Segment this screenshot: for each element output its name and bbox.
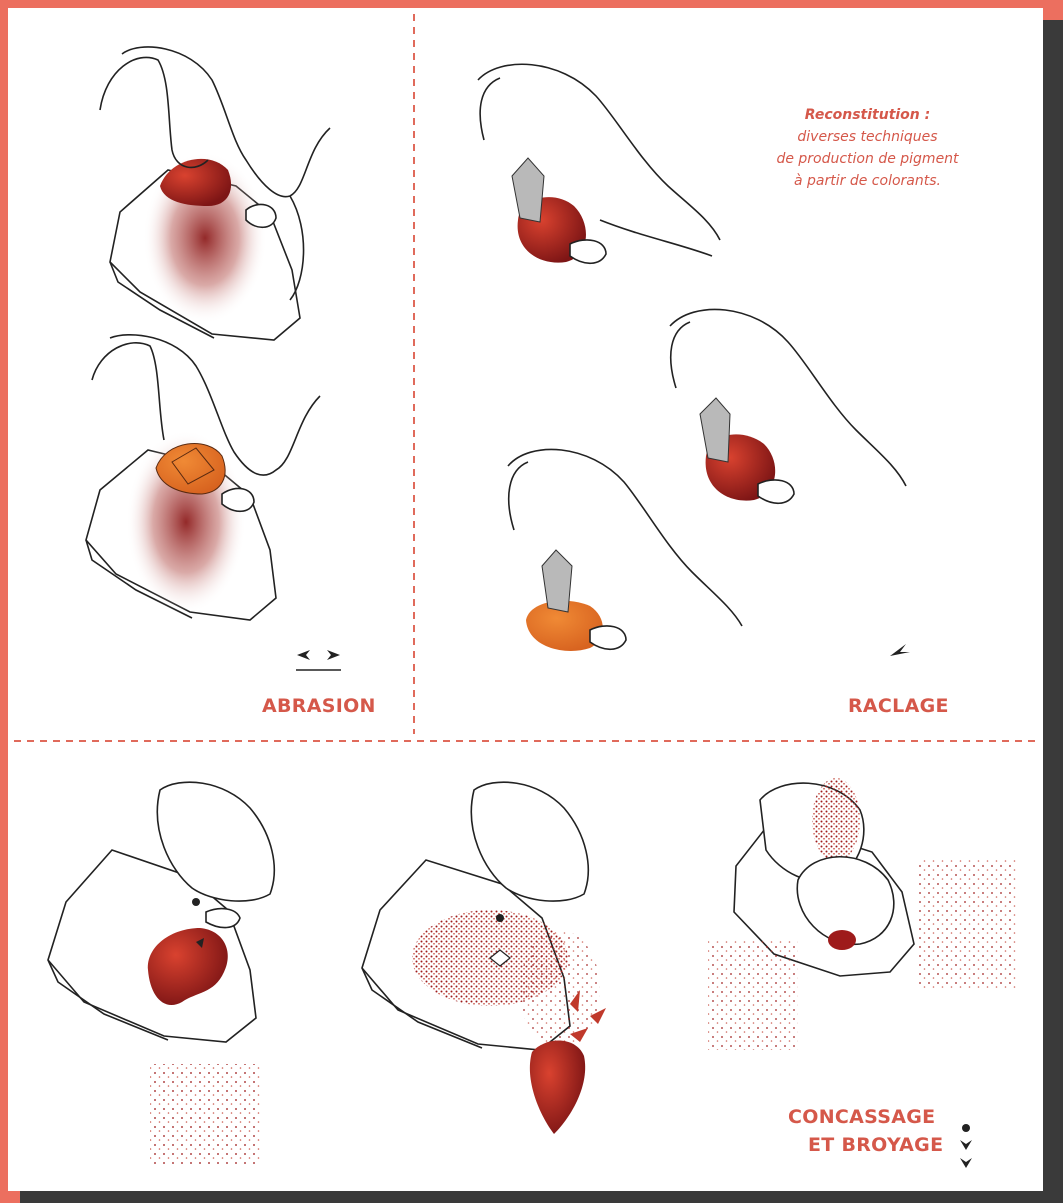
concassage-label-line-1: CONCASSAGE bbox=[788, 1106, 935, 1128]
abrasion-figure-top bbox=[100, 47, 330, 340]
abrasion-arrows-icon bbox=[296, 650, 341, 670]
raclage-figure-3 bbox=[508, 449, 742, 651]
reconstitution-caption: Reconstitution : diverses techniques de … bbox=[760, 104, 975, 192]
caption-line-2: de production de pigment bbox=[760, 148, 975, 170]
abrasion-figure-bottom bbox=[86, 335, 320, 620]
concassage-figure-2 bbox=[362, 782, 606, 1134]
abrasion-label: ABRASION bbox=[262, 695, 376, 717]
concassage-symbol-icon bbox=[960, 1124, 972, 1168]
raclage-figure-2 bbox=[670, 309, 906, 503]
raclage-label: RACLAGE bbox=[848, 695, 949, 717]
raclage-figure-1 bbox=[478, 64, 720, 263]
raclage-arrow-icon bbox=[890, 644, 910, 656]
concassage-label-line-2: ET BROYAGE bbox=[808, 1134, 943, 1156]
caption-line-3: à partir de colorants. bbox=[760, 170, 975, 192]
concassage-figure-3 bbox=[708, 778, 1018, 1050]
concassage-figure-1 bbox=[48, 782, 274, 1164]
caption-line-1: diverses techniques bbox=[760, 126, 975, 148]
caption-title: Reconstitution : bbox=[760, 104, 975, 126]
